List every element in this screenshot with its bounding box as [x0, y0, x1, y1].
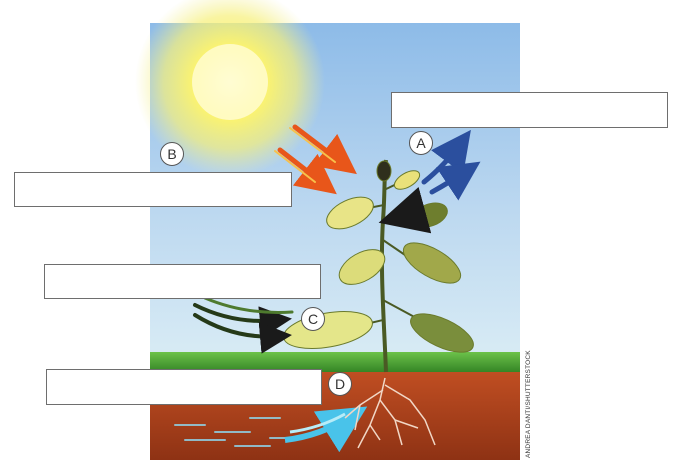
label-c: C	[301, 307, 325, 331]
label-d: D	[328, 372, 352, 396]
answer-box-left-middle[interactable]	[44, 264, 321, 299]
label-a: A	[409, 131, 433, 155]
label-b: B	[160, 142, 184, 166]
answer-box-top-right[interactable]	[391, 92, 668, 128]
photo-credit: ANDREA DANTI/SHUTTERSTOCK	[525, 350, 532, 458]
answer-box-left-lower[interactable]	[46, 369, 322, 405]
answer-box-left-upper[interactable]	[14, 172, 292, 207]
